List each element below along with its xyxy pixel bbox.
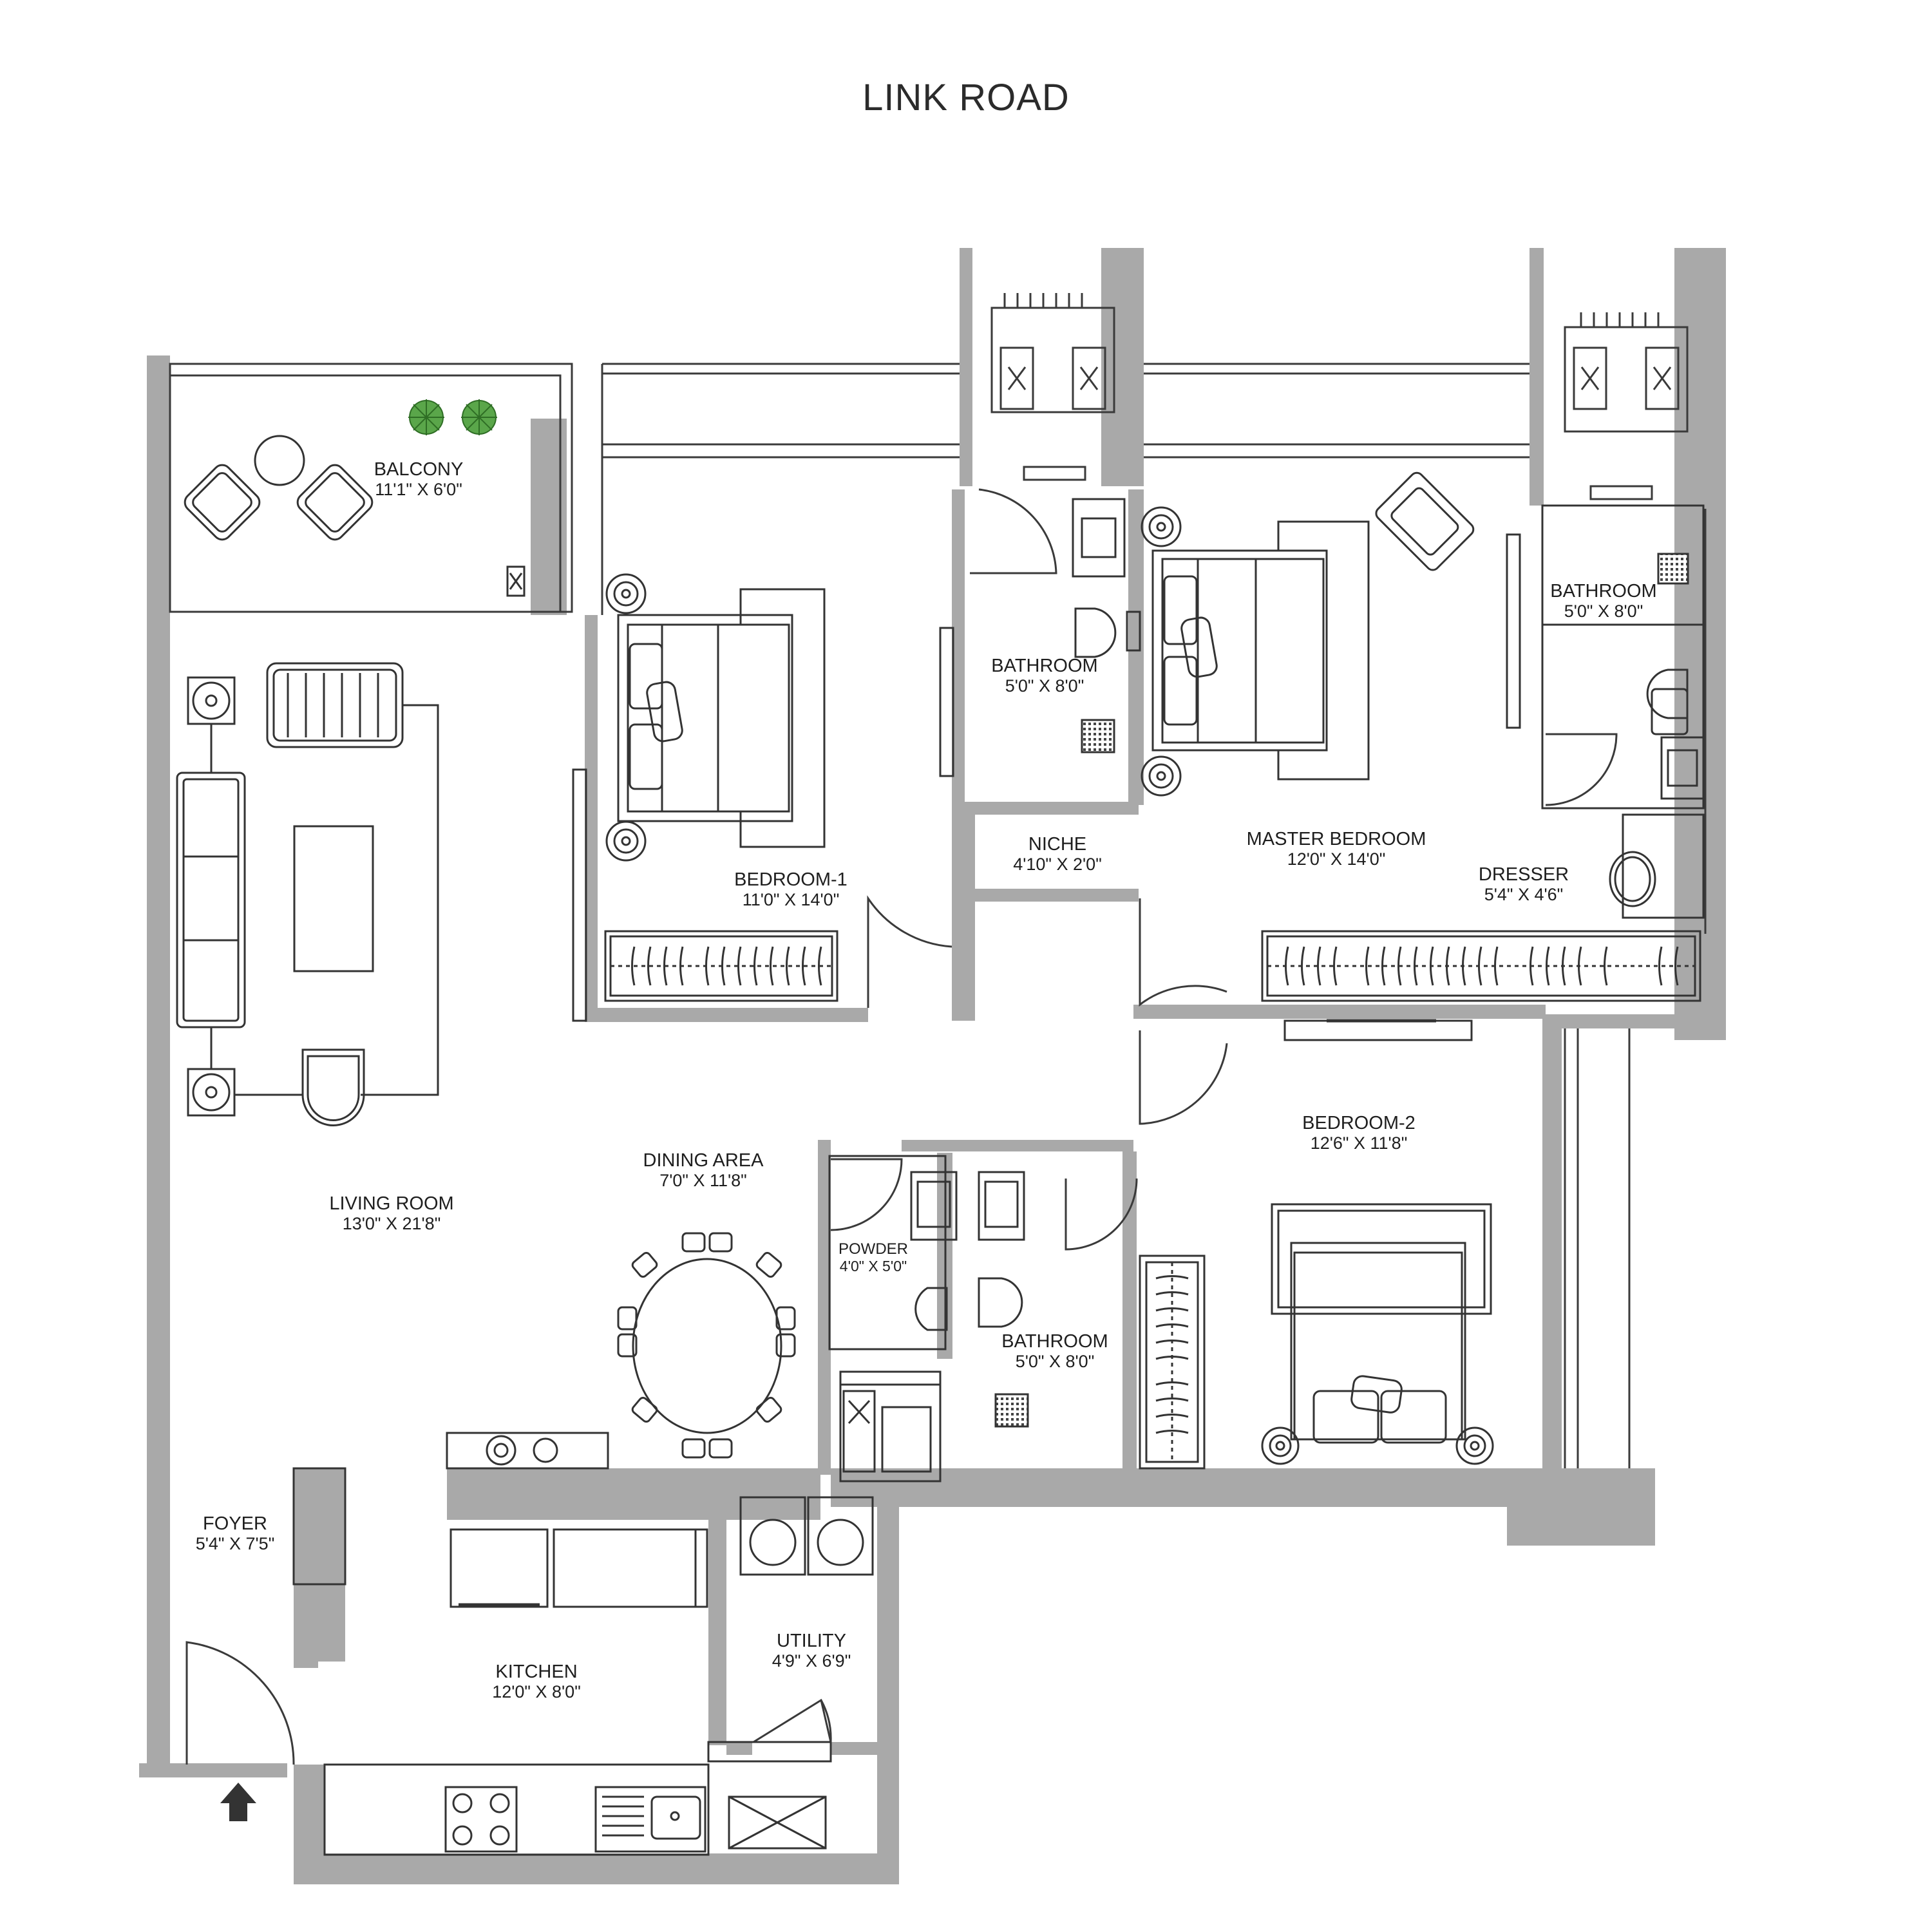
balcony-furniture <box>184 435 526 597</box>
room-dims: 5'4" X 4'6" <box>1484 885 1564 905</box>
room-name: BEDROOM-1 <box>734 869 848 890</box>
living-furniture <box>176 662 439 1126</box>
room-name: DINING AREA <box>643 1150 764 1171</box>
room-name: BALCONY <box>374 459 464 480</box>
room-dims: 11'0" X 14'0" <box>742 890 840 910</box>
room-label-bathroom-lower: BATHROOM 5'0" X 8'0" <box>1001 1331 1108 1372</box>
room-name: NICHE <box>1028 834 1087 855</box>
entrance-arrow-icon <box>220 1783 256 1821</box>
room-name: BATHROOM <box>1001 1331 1108 1352</box>
room-name: DRESSER <box>1478 864 1569 885</box>
doors <box>185 488 1618 1765</box>
room-name: FOYER <box>203 1513 267 1534</box>
room-dims: 13'0" X 21'8" <box>342 1214 441 1234</box>
room-name: BEDROOM-2 <box>1302 1113 1416 1133</box>
room-name: MASTER BEDROOM <box>1246 829 1426 849</box>
room-dims: 11'1" X 6'0" <box>375 480 462 500</box>
bedroom-2-furniture <box>1139 1203 1494 1470</box>
room-name: LIVING ROOM <box>329 1193 454 1214</box>
room-label-foyer: FOYER 5'4" X 7'5" <box>196 1513 275 1554</box>
room-label-powder: POWDER 4'0" X 5'0" <box>838 1240 908 1275</box>
bedroom-2-wardrobe-hangers <box>1155 1275 1189 1434</box>
room-label-dining-area: DINING AREA 7'0" X 11'8" <box>643 1150 764 1191</box>
master-wardrobe-hangers <box>1285 946 1679 986</box>
room-dims: 7'0" X 11'8" <box>659 1171 747 1191</box>
room-dims: 4'10" X 2'0" <box>1013 855 1102 875</box>
room-label-bathroom-center: BATHROOM 5'0" X 8'0" <box>991 656 1097 696</box>
room-label-balcony: BALCONY 11'1" X 6'0" <box>374 459 464 500</box>
room-name: UTILITY <box>777 1631 846 1651</box>
room-dims: 5'4" X 7'5" <box>195 1534 275 1554</box>
room-name: BATHROOM <box>1550 581 1657 601</box>
duct-units <box>990 293 1689 500</box>
room-dims: 5'0" X 8'0" <box>1564 601 1643 621</box>
room-label-bedroom-2: BEDROOM-2 12'6" X 11'8" <box>1302 1113 1416 1153</box>
room-name: KITCHEN <box>495 1662 578 1682</box>
bathroom-center-fixtures <box>939 498 1141 777</box>
room-dims: 12'0" X 14'0" <box>1287 849 1386 869</box>
bedroom-1-wardrobe-hangers <box>631 946 822 986</box>
room-dims: 5'0" X 8'0" <box>1005 676 1084 696</box>
room-dims: 4'0" X 5'0" <box>839 1257 907 1274</box>
bedroom-1-furniture <box>572 573 838 1022</box>
room-dims: 12'0" X 8'0" <box>492 1682 581 1702</box>
room-label-utility: UTILITY 4'9" X 6'9" <box>772 1631 851 1671</box>
master-bedroom-furniture <box>1141 471 1701 1041</box>
outlines <box>169 363 1707 1468</box>
room-dims: 5'0" X 8'0" <box>1015 1352 1095 1372</box>
room-name: POWDER <box>838 1240 908 1258</box>
kitchen-fixtures <box>323 1432 874 1856</box>
dining-table <box>617 1232 796 1459</box>
room-label-bathroom-master: BATHROOM 5'0" X 8'0" <box>1550 581 1656 621</box>
room-label-master-bedroom: MASTER BEDROOM 12'0" X 14'0" <box>1247 829 1426 869</box>
plant-icon <box>408 399 497 435</box>
room-dims: 12'6" X 11'8" <box>1310 1133 1408 1153</box>
foyer-cabinet <box>292 1467 346 1586</box>
room-label-kitchen: KITCHEN 12'0" X 8'0" <box>492 1662 581 1702</box>
room-name: BATHROOM <box>991 656 1098 676</box>
bathroom-master-fixtures <box>1541 504 1705 919</box>
room-label-bedroom-1: BEDROOM-1 11'0" X 14'0" <box>734 869 848 910</box>
walls <box>139 248 1726 1884</box>
room-dims: 4'9" X 6'9" <box>772 1651 851 1671</box>
room-label-dresser: DRESSER 5'4" X 4'6" <box>1479 864 1569 905</box>
road-label: LINK ROAD <box>862 77 1070 118</box>
room-label-niche: NICHE 4'10" X 2'0" <box>1013 834 1102 875</box>
room-label-living-room: LIVING ROOM 13'0" X 21'8" <box>329 1193 453 1234</box>
powder-bathroom-fixtures <box>828 1155 1029 1482</box>
